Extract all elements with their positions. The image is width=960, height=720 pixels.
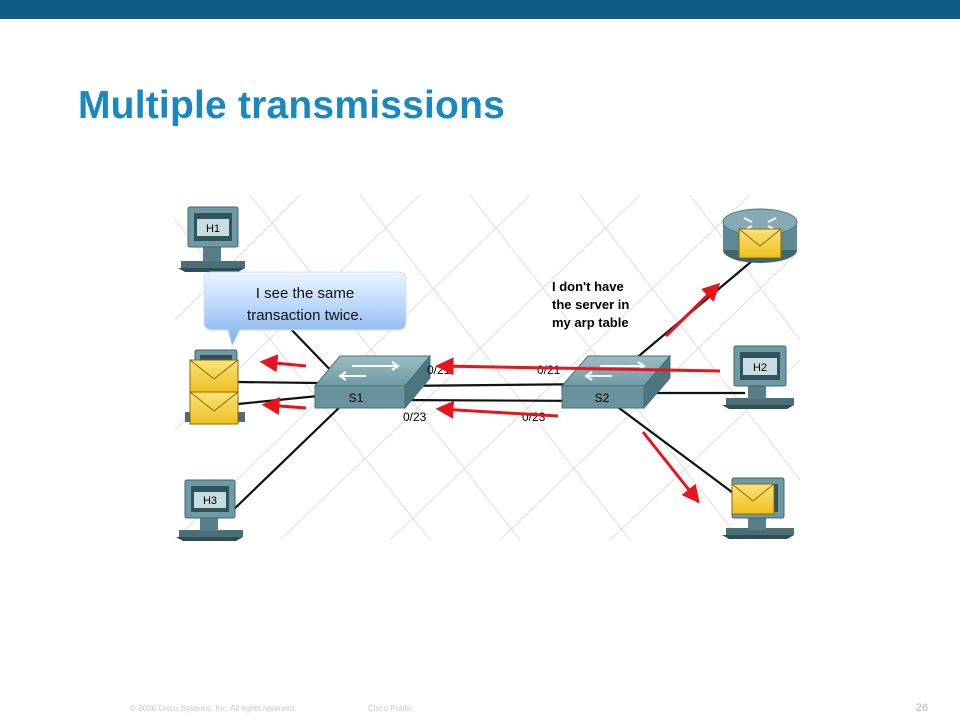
note-line-2: the server in [552, 297, 629, 312]
port-label-s1-bottom: 0/23 [403, 410, 427, 424]
callout-bubble: I see the same transaction twice. [203, 271, 407, 348]
switch-s2[interactable]: S2 [560, 354, 672, 410]
host-h2-label: H2 [753, 362, 767, 374]
arrow-to-server [664, 282, 721, 338]
switch-s2-label: S2 [595, 391, 610, 405]
switch-s1[interactable]: S1 [313, 354, 432, 410]
arrow-to-host-bottom [261, 397, 307, 415]
arrow-to-host-top [259, 354, 307, 373]
arrow-to-bottom-right-host [641, 431, 700, 504]
host-h3-label: H3 [203, 495, 217, 507]
header-bar [0, 0, 960, 19]
host-h1-label: H1 [206, 223, 220, 235]
callout-line-2: transaction twice. [247, 307, 363, 324]
envelope-icon [731, 483, 775, 515]
arrow-s2-to-s1-bottom [435, 400, 559, 419]
host-h3[interactable]: H3 [176, 479, 243, 541]
host-h1[interactable]: H1 [178, 206, 245, 272]
arrow-h2-to-s1-top [435, 357, 721, 376]
envelope-icon [189, 391, 239, 425]
envelope-icon [189, 359, 239, 393]
frame-flow-arrows [259, 282, 721, 504]
slide-title: Multiple transmissions [78, 84, 505, 127]
switch-s1-label: S1 [349, 391, 364, 405]
note-line-1: I don't have [552, 279, 624, 294]
host-h2[interactable]: H2 [722, 345, 794, 409]
port-label-s2-bottom: 0/23 [522, 410, 546, 424]
envelope-icon [738, 228, 782, 259]
port-label-s2-top: 0/21 [537, 363, 561, 377]
callout-line-1: I see the same [256, 285, 354, 302]
note-line-3: my arp table [552, 315, 629, 330]
arp-note: I don't have the server in my arp table [551, 278, 631, 332]
page-number: 26 [915, 702, 928, 714]
classification-text: Cisco Public [368, 704, 413, 713]
copyright-text: © 2006 Cisco Systems, Inc. All rights re… [130, 704, 297, 713]
